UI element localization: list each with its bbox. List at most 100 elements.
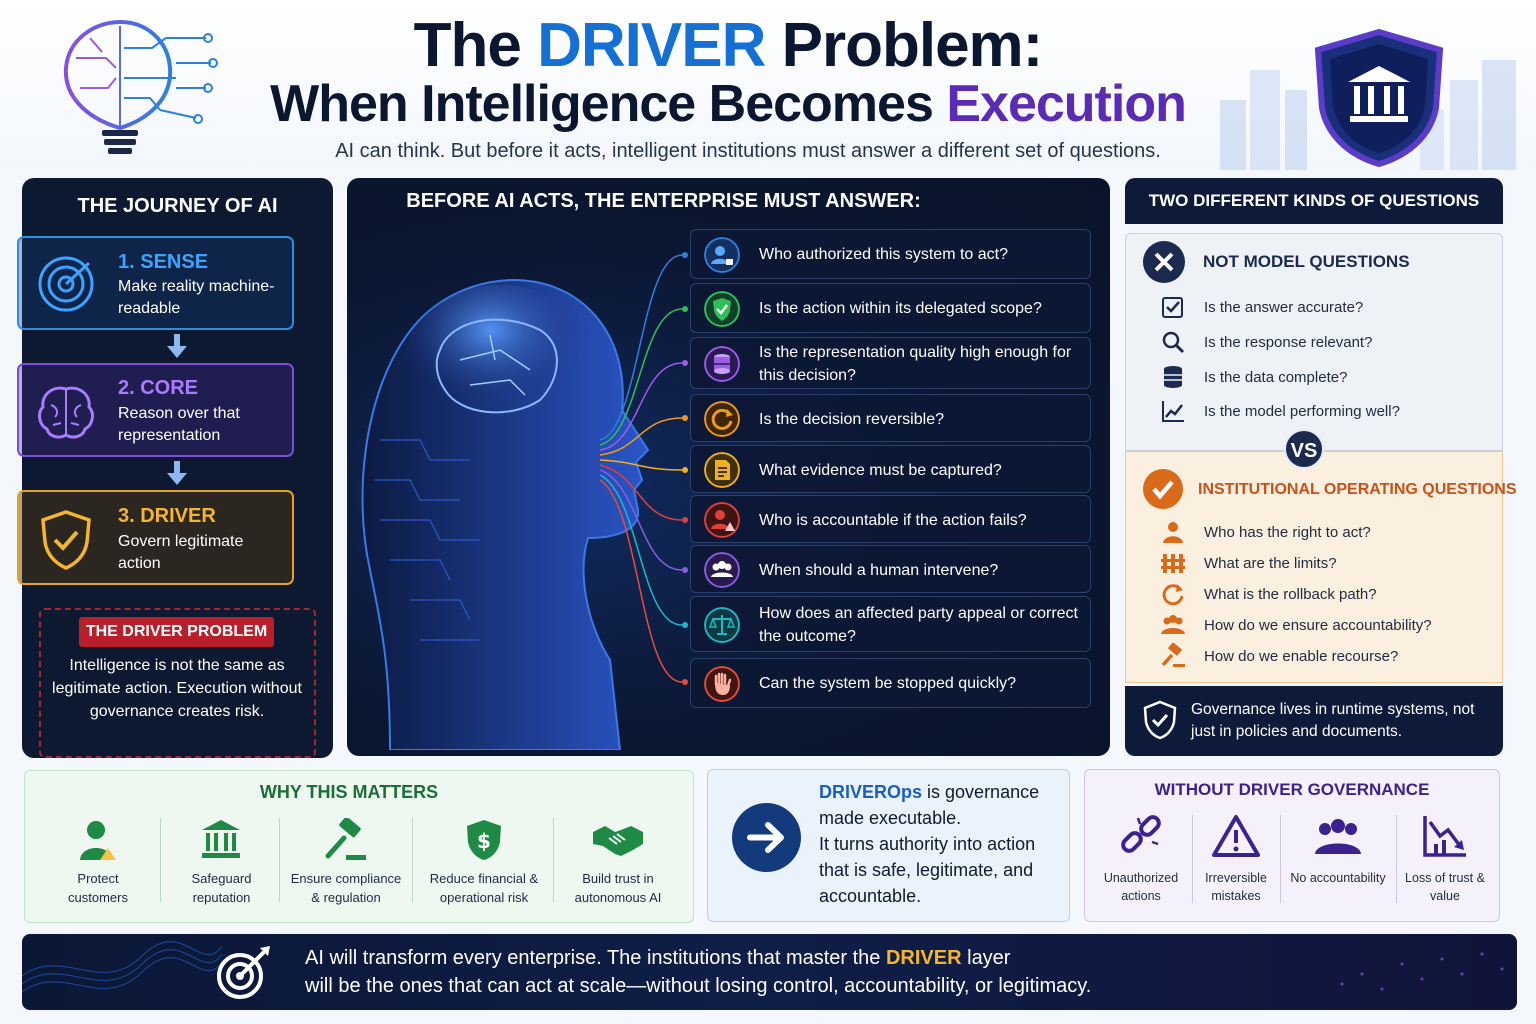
people-icon xyxy=(1315,819,1361,854)
step-number: 1. SENSE xyxy=(118,251,209,273)
dots-decoration xyxy=(1340,952,1504,991)
search-icon xyxy=(1162,331,1185,354)
shield-check-icon xyxy=(41,510,91,570)
page-title: The DRIVER Problem: xyxy=(413,11,1044,80)
not-model-item: Is the data complete? xyxy=(1204,369,1348,386)
page-subtitle: AI can think. But before it acts, intell… xyxy=(335,140,1161,162)
step-description: Govern legitimate action xyxy=(118,533,244,572)
driver-problem-tag: THE DRIVER PROBLEM xyxy=(79,617,274,647)
people-icon xyxy=(1161,615,1185,634)
document-icon xyxy=(704,452,740,488)
gavel-icon xyxy=(325,818,366,860)
step-number: 2. CORE xyxy=(118,377,199,399)
divider xyxy=(553,818,554,902)
check-circle-icon xyxy=(1143,469,1183,509)
without-item-label: Unauthorized actions xyxy=(1103,871,1179,903)
driver-problem-text: Intelligence is not the same as legitima… xyxy=(52,657,302,720)
question-row: Can the system be stopped quickly? xyxy=(690,658,1091,708)
header: The DRIVER Problem: When Intelligence Be… xyxy=(0,0,1536,170)
driverops-text: DRIVEROps is governance made executable.… xyxy=(819,782,1040,906)
step-description: Make reality machine-readable xyxy=(118,278,275,317)
question-text: How does an affected party appeal or cor… xyxy=(759,605,1078,645)
arrow-right-icon xyxy=(732,803,801,872)
scales-icon xyxy=(704,607,740,643)
footer-text: AI will transform every enterprise. The … xyxy=(305,947,1092,997)
fence-icon xyxy=(1161,554,1185,573)
question-text: Who authorized this system to act? xyxy=(759,246,1008,263)
questions-title: BEFORE AI ACTS, THE ENTERPRISE MUST ANSW… xyxy=(406,190,921,212)
shield-dollar-icon: $ xyxy=(467,820,501,860)
institutional-item: How do we enable recourse? xyxy=(1204,648,1399,665)
question-row: Is the representation quality high enoug… xyxy=(690,337,1091,389)
why-item-label: Build trust in autonomous AI xyxy=(574,871,662,905)
not-model-item: Is the response relevant? xyxy=(1204,334,1373,351)
connector-lines xyxy=(600,252,688,685)
kinds-title: TWO DIFFERENT KINDS OF QUESTIONS xyxy=(1125,178,1503,224)
target-icon xyxy=(38,256,94,312)
institutional-title: INSTITUTIONAL OPERATING QUESTIONS xyxy=(1198,481,1517,498)
shield-check-icon xyxy=(704,291,740,327)
question-row: Who authorized this system to act? xyxy=(690,229,1091,279)
svg-text:$: $ xyxy=(477,829,491,853)
divider xyxy=(1396,815,1397,903)
handshake-icon xyxy=(593,826,643,856)
why-item-label: Protect customers xyxy=(68,871,128,905)
step-core: 2. CORE Reason over that representation xyxy=(17,363,294,457)
hand-stop-icon xyxy=(704,666,740,702)
database-icon xyxy=(704,346,740,382)
shield-bank-icon xyxy=(1314,28,1444,168)
shield-check-icon xyxy=(1143,700,1177,740)
arrow-down-icon xyxy=(167,461,187,485)
step-sense: 1. SENSE Make reality machine-readable xyxy=(17,236,294,330)
question-row: Is the action within its delegated scope… xyxy=(690,283,1091,333)
warning-icon xyxy=(1212,815,1260,857)
user-icon xyxy=(1163,522,1183,543)
close-icon xyxy=(1143,241,1185,283)
step-number: 3. DRIVER xyxy=(118,505,216,527)
question-text: What evidence must be captured? xyxy=(759,462,1002,479)
divider xyxy=(160,818,161,902)
question-text: Who is accountable if the action fails? xyxy=(759,512,1027,529)
people-icon xyxy=(704,552,740,588)
divider xyxy=(279,818,280,902)
user-lock-icon xyxy=(704,237,740,273)
gavel-icon xyxy=(1161,643,1185,667)
without-item-label: No accountability xyxy=(1290,871,1386,885)
not-model-item: Is the model performing well? xyxy=(1204,403,1400,420)
driverops-brand: DRIVEROps xyxy=(819,782,923,802)
question-text: Is the representation quality high enoug… xyxy=(759,344,1072,384)
page-title-line2: When Intelligence Becomes Execution xyxy=(270,75,1187,133)
driver-problem-box xyxy=(39,608,316,758)
user-alert-icon xyxy=(704,502,740,538)
without-title: WITHOUT DRIVER GOVERNANCE xyxy=(1154,780,1430,799)
not-model-item: Is the answer accurate? xyxy=(1204,299,1364,316)
question-row: Who is accountable if the action fails? xyxy=(690,495,1091,543)
without-driver-panel xyxy=(1084,769,1500,922)
why-item-label: Reduce financial & operational risk xyxy=(429,871,539,905)
question-row: What evidence must be captured? xyxy=(690,445,1091,493)
why-item-label: Safeguard reputation xyxy=(191,871,252,905)
arrow-down-icon xyxy=(167,334,187,358)
divider xyxy=(412,818,413,902)
footer-banner xyxy=(22,934,1517,1010)
question-row: When should a human intervene? xyxy=(690,545,1091,593)
wave-decoration xyxy=(22,941,222,993)
why-item-label: Ensure compliance & regulation xyxy=(290,871,402,905)
institutional-section xyxy=(1125,451,1503,683)
chart-down-icon xyxy=(1423,816,1466,857)
brain-icon xyxy=(38,386,94,439)
not-model-section xyxy=(1125,233,1503,451)
divider xyxy=(1192,815,1193,903)
why-title: WHY THIS MATTERS xyxy=(259,782,439,802)
institutional-item: How do we ensure accountability? xyxy=(1204,617,1432,634)
refresh-icon xyxy=(704,401,740,437)
step-driver: 3. DRIVER Govern legitimate action xyxy=(17,490,294,585)
journey-title: THE JOURNEY OF AI xyxy=(77,195,278,217)
chart-icon xyxy=(1162,401,1184,422)
ai-head-illustration xyxy=(361,279,650,750)
question-text: When should a human intervene? xyxy=(759,562,999,579)
institutional-item: What are the limits? xyxy=(1204,555,1337,572)
question-text: Can the system be stopped quickly? xyxy=(759,675,1017,692)
why-this-matters-panel xyxy=(24,770,694,923)
brain-bulb-icon xyxy=(63,19,218,154)
